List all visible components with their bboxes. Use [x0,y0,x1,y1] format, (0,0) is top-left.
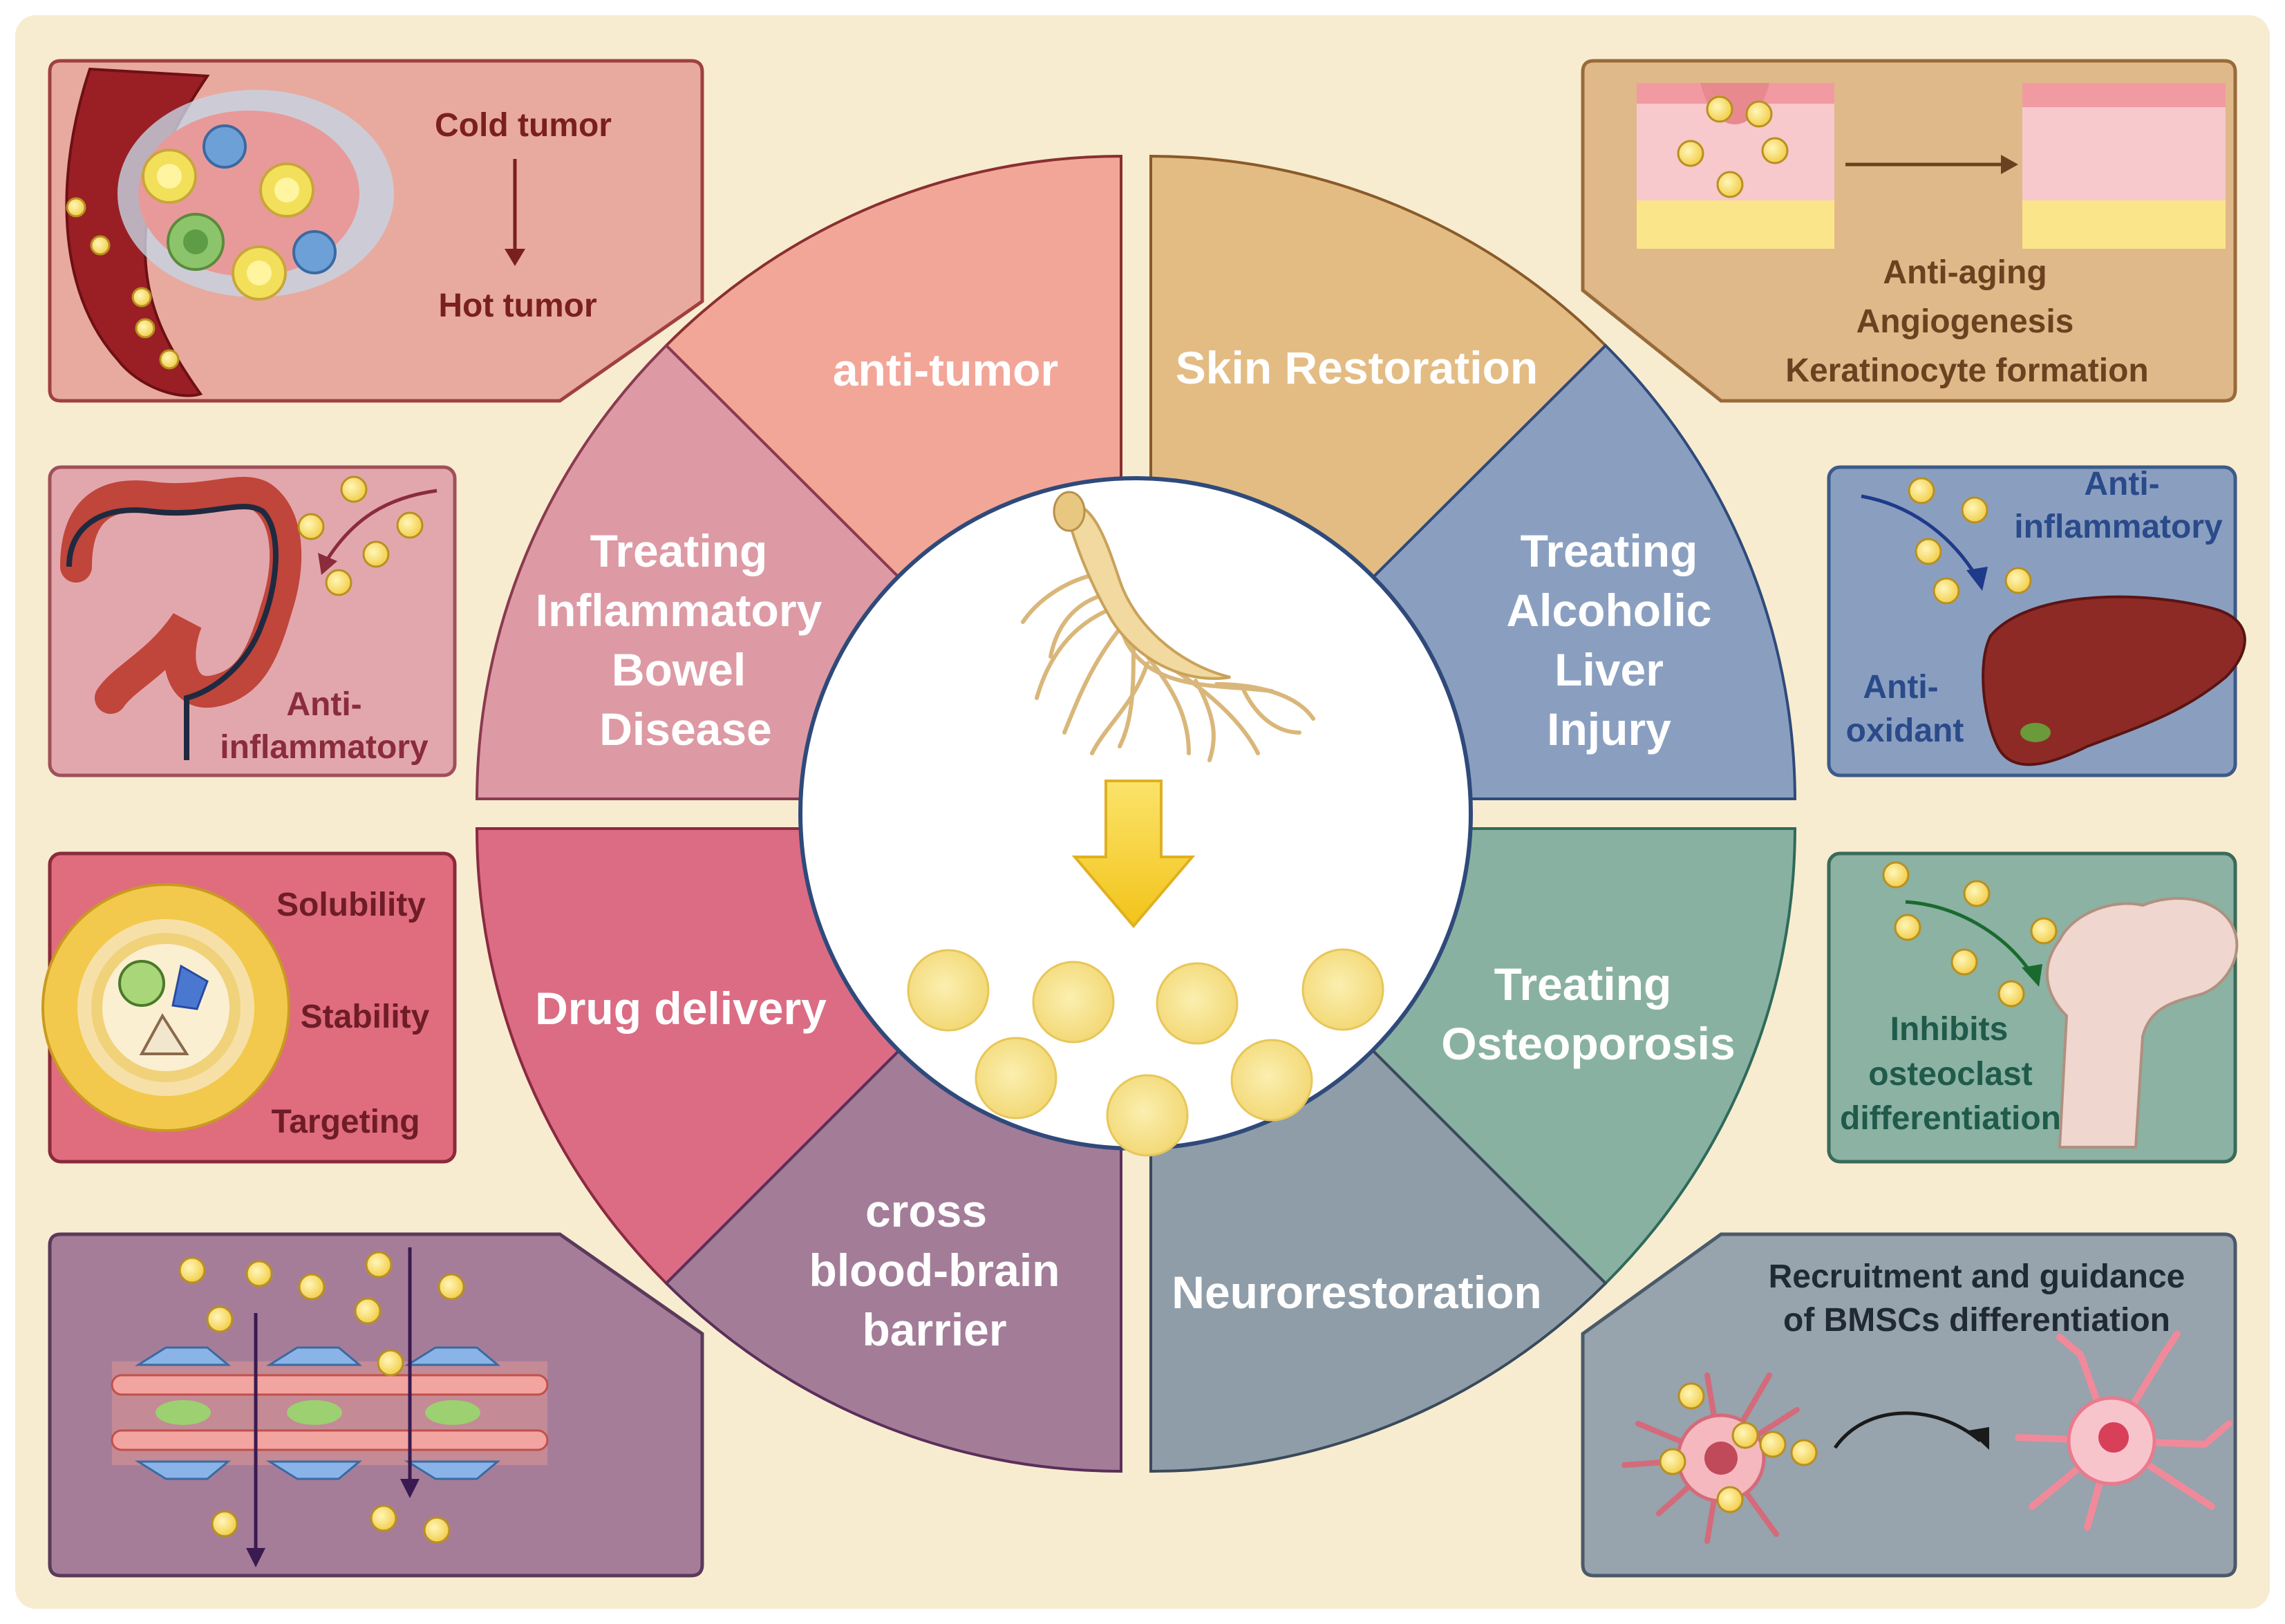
segment-label-line: Osteoporosis [1441,1018,1735,1069]
application-wheel: anti-tumor Skin Restoration Treating Inf… [475,154,1797,1473]
segment-label-osteoporosis: Treating Osteoporosis [1441,959,1735,1069]
arrow-head-icon [318,553,337,575]
nanoparticle-cluster [907,948,1384,1157]
ibd-effect-line: Anti- [286,686,361,723]
segment-label-line: barrier [862,1304,1006,1355]
cold-tumor-label: Cold tumor [435,107,612,144]
ibd-effect-line: inflammatory [220,729,429,766]
liver-antioxidant-line: Anti- [1863,669,1938,706]
hot-tumor-label: Hot tumor [438,287,596,324]
neuro-nanoparticles [1659,1382,1818,1513]
segment-label-drug-delivery: Drug delivery [535,983,827,1034]
segment-label-line: Injury [1547,704,1671,755]
arrow-head-icon [1968,1427,1989,1450]
segment-label-line: Treating [590,525,768,576]
segment-label-blood-brain-barrier: cross blood-brain barrier [809,1185,1060,1355]
large-nanoparticle [1106,1074,1189,1157]
osteo-effect-line: osteoclast [1868,1056,2032,1093]
segment-label-skin-restoration: Skin Restoration [1176,342,1538,393]
colon-icon [60,477,302,714]
liver-nanoparticles [1908,477,2032,605]
curved-arrow-icon [1905,900,2034,976]
stem-cell-nucleus [1704,1442,1738,1475]
gallbladder-icon [2020,723,2051,742]
skin-effect-line: Anti-aging [1883,254,2047,291]
liposome-icon [41,883,290,1132]
arrow-head-icon [246,1548,265,1567]
segment-label-line: cross [865,1185,987,1236]
neuro-effect-line: of BMSCs differentiation [1783,1302,2170,1339]
segment-label-anti-tumor: anti-tumor [833,344,1058,395]
arrow-head-icon [400,1479,420,1498]
large-nanoparticle [907,949,990,1032]
segment-label-line: Liver [1554,644,1664,695]
blood-brain-barrier-icon [111,1346,549,1480]
neuro-box: Recruitment and guidance of BMSCs differ… [1581,1232,2237,1578]
liver-anti-inflammatory-line: inflammatory [2014,509,2223,545]
bbb-box [48,1232,704,1578]
liver-anti-inflammatory-line: Anti- [2084,466,2159,502]
osteo-effect-line: Inhibits [1890,1011,2009,1048]
ibd-box-frame [48,465,457,777]
segment-label-line: Disease [599,704,772,755]
osteo-nanoparticles [1882,861,2058,1008]
endoscope-icon [66,504,279,760]
differentiation-arrow [1833,1411,1982,1449]
segment-label-line: Inflammatory [536,585,822,636]
arrow-head-icon [2001,155,2018,174]
liver-antioxidant-line: oxidant [1846,712,1964,749]
segment-label-line: Treating [1521,525,1698,576]
liver-box: Anti- inflammatory Anti- oxidant [1827,465,2246,777]
ibd-box: Anti- inflammatory [48,465,457,777]
drug-property-line: Targeting [271,1104,420,1140]
ginseng-main-root [1062,502,1231,680]
segment-label-inflammatory-bowel: Treating Inflammatory Bowel Disease [536,525,822,755]
bone-icon [2045,897,2239,1149]
liver-icon [1982,595,2246,766]
ibd-nanoparticles [297,475,424,596]
tumor-box: Cold tumor Hot tumor [48,59,704,403]
large-nanoparticle [1230,1039,1313,1122]
nanoparticles-in-vessel [66,197,180,370]
curved-arrow-icon [1861,494,1979,578]
down-arrow-icon [1071,780,1196,929]
arrow-head-icon [2022,964,2042,987]
skin-effect-line: Angiogenesis [1856,303,2074,340]
skin-nanoparticles [1677,95,1789,198]
arrow-head-icon [505,249,525,266]
segment-label-neurorestoration: Neurorestoration [1172,1267,1541,1318]
large-nanoparticle [975,1037,1057,1120]
segment-label-line: Alcoholic [1506,585,1711,636]
skin-effect-line: Keratinocyte formation [1785,352,2148,389]
neuron-nucleus [2098,1422,2129,1453]
osteo-effect-line: differentiation [1840,1100,2061,1137]
skin-box: Anti-aging Angiogenesis Keratinocyte for… [1581,59,2237,403]
curved-arrow-icon [323,489,438,565]
healthy-skin-icon [2022,83,2226,249]
segment-label-line: Bowel [612,644,746,695]
large-nanoparticle [1301,948,1384,1031]
ginseng-head [1053,491,1086,532]
bbb-nanoparticles [178,1251,465,1544]
large-nanoparticle [1032,961,1115,1044]
drug-property-line: Stability [301,999,430,1035]
drug-property-line: Solubility [276,887,426,923]
osteoporosis-box: Inhibits osteoclast differentiation [1827,851,2239,1164]
neuro-effect-line: Recruitment and guidance [1769,1258,2185,1295]
large-nanoparticle [1156,962,1239,1045]
segment-label-alcoholic-liver: Treating Alcoholic Liver Injury [1506,525,1711,755]
segment-label-line: Treating [1494,959,1672,1010]
segment-label-line: blood-brain [809,1245,1060,1296]
damaged-skin-icon [1637,83,1834,249]
arrow-head-icon [1966,567,1988,591]
tumor-mass-icon [117,90,394,301]
drug-delivery-box: Solubility Stability Targeting [41,851,457,1164]
ginseng-root-icon [1021,509,1315,762]
